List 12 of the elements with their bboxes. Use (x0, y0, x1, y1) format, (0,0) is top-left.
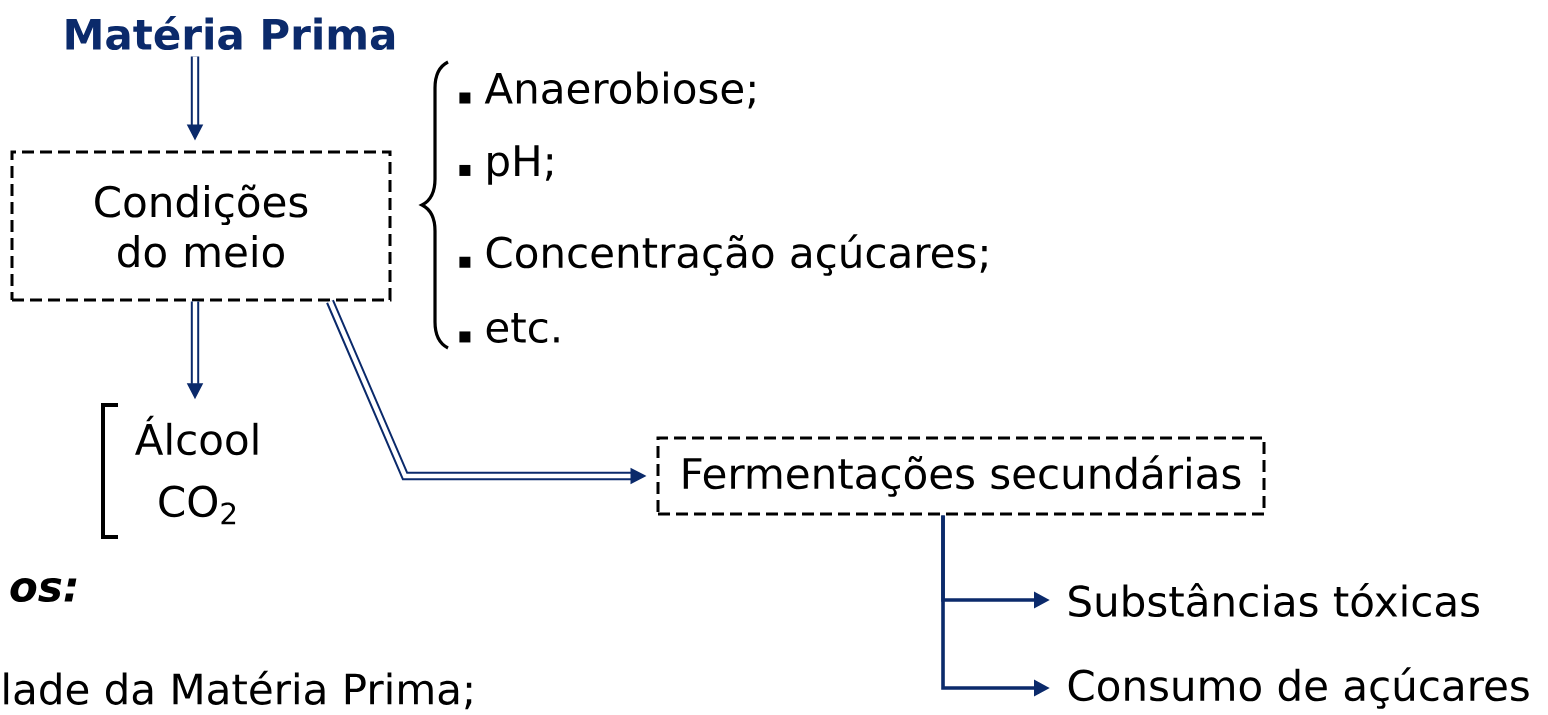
list-item: Concentração açúcares; (459, 234, 987, 276)
list-item: etc. (459, 312, 559, 344)
body-text: lade da Matéria Prima; (4, 670, 472, 710)
process-box: Condições do meio (10, 150, 392, 302)
product-list: Álcool CO$_{2}$ (135, 415, 258, 525)
heading-text: os: (10, 577, 77, 603)
output-text: Consumo de açúcares (1068, 667, 1529, 709)
list-item: Anaerobiose; (459, 71, 755, 109)
output-text: Substâncias tóxicas (1069, 582, 1479, 618)
heading-text: Matéria Prima (66, 15, 395, 51)
process-box: Fermentações secundárias (656, 436, 1266, 516)
list-item: pH; (459, 145, 552, 185)
